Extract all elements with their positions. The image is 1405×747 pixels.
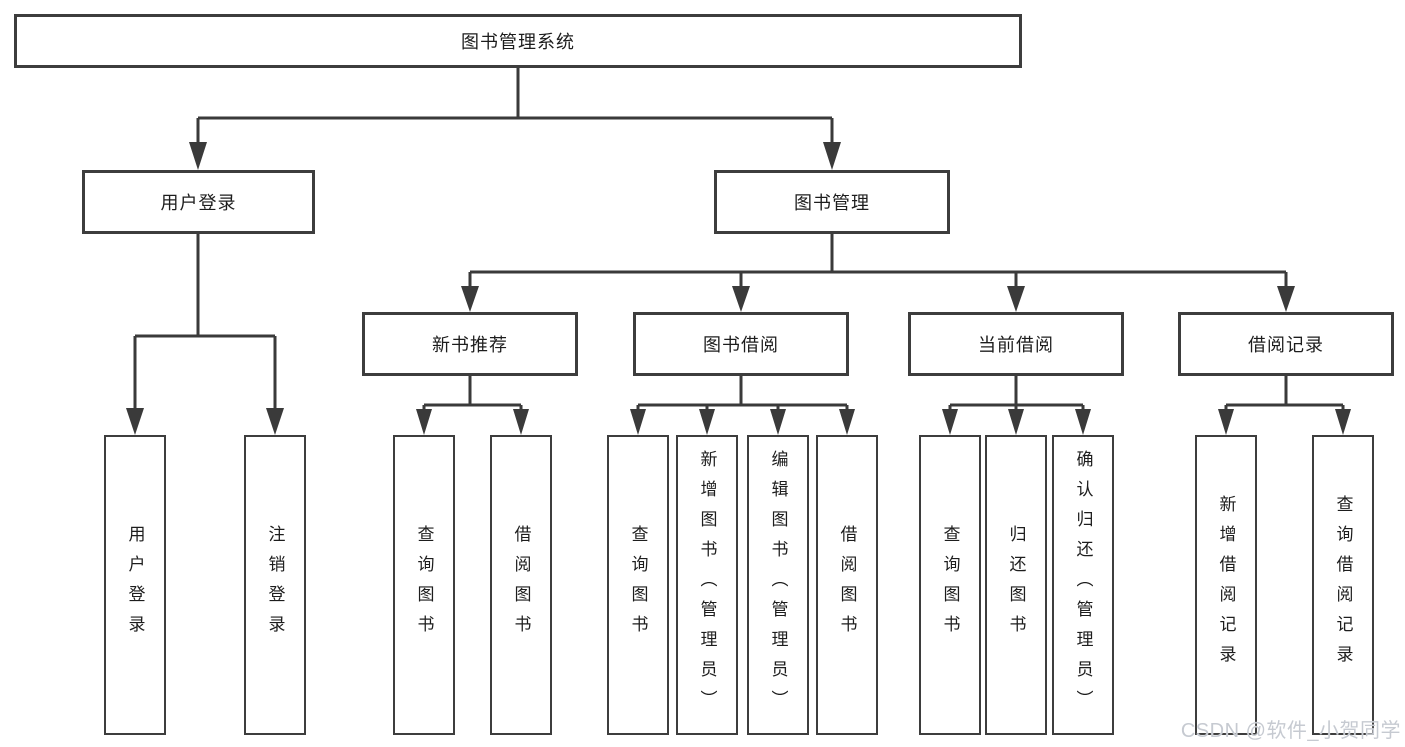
leaf-confirm-return-admin: 确认归还（管理员）: [1052, 435, 1114, 735]
leaf-label: 用户登录: [125, 525, 145, 645]
arrowheads-user-login-branch: [126, 408, 284, 435]
node-borrow-record: 借阅记录: [1178, 312, 1394, 376]
leaf-label: 查询图书: [628, 525, 648, 645]
arrowheads-root-to-level2: [189, 142, 841, 170]
leaf-label: 新增借阅记录: [1216, 495, 1236, 675]
node-label: 新书推荐: [432, 335, 508, 355]
node-new-book-recommend: 新书推荐: [362, 312, 578, 376]
leaf-label: 新增图书（管理员）: [697, 450, 717, 720]
leaf-query-books-borrow: 查询图书: [607, 435, 669, 735]
node-label: 当前借阅: [978, 335, 1054, 355]
leaf-borrow-books-recommend: 借阅图书: [490, 435, 552, 735]
leaf-add-borrow-record: 新增借阅记录: [1195, 435, 1257, 735]
node-book-borrow: 图书借阅: [633, 312, 849, 376]
connector-user-login-branch: [133, 234, 277, 412]
arrowheads-borrow-record-branch: [1218, 409, 1351, 435]
csdn-watermark: CSDN @软件_小贺同学: [1180, 720, 1401, 742]
node-label: 图书借阅: [703, 335, 779, 355]
leaf-label: 查询图书: [414, 525, 434, 645]
leaf-query-books-current: 查询图书: [919, 435, 981, 735]
leaf-label: 查询借阅记录: [1333, 495, 1353, 675]
connector-book-borrow-branch: [636, 376, 849, 412]
arrowheads-current-borrow-branch: [942, 409, 1091, 435]
leaf-return-books: 归还图书: [985, 435, 1047, 735]
connector-book-mgmt-branch: [468, 234, 1288, 290]
arrowheads-new-book-branch: [416, 409, 529, 435]
arrowheads-book-mgmt-branch: [461, 286, 1295, 312]
leaf-label: 借阅图书: [837, 525, 857, 645]
leaf-label: 编辑图书（管理员）: [768, 450, 788, 720]
node-current-borrow: 当前借阅: [908, 312, 1124, 376]
leaf-user-login: 用户登录: [104, 435, 166, 735]
node-label: 图书管理系统: [461, 32, 575, 52]
connector-borrow-record-branch: [1224, 376, 1345, 412]
arrowheads-book-borrow-branch: [630, 409, 855, 435]
leaf-add-books-admin: 新增图书（管理员）: [676, 435, 738, 735]
leaf-query-books-recommend: 查询图书: [393, 435, 455, 735]
leaf-edit-books-admin: 编辑图书（管理员）: [747, 435, 809, 735]
leaf-label: 确认归还（管理员）: [1073, 450, 1093, 720]
node-library-system: 图书管理系统: [14, 14, 1022, 68]
node-book-management: 图书管理: [714, 170, 950, 234]
leaf-query-borrow-record: 查询借阅记录: [1312, 435, 1374, 735]
node-label: 图书管理: [794, 193, 870, 213]
connector-current-borrow-branch: [948, 376, 1085, 412]
node-label: 借阅记录: [1248, 335, 1324, 355]
leaf-logout: 注销登录: [244, 435, 306, 735]
leaf-label: 归还图书: [1006, 525, 1026, 645]
leaf-label: 借阅图书: [511, 525, 531, 645]
node-label: 用户登录: [160, 193, 237, 213]
leaf-borrow-books: 借阅图书: [816, 435, 878, 735]
node-user-login: 用户登录: [82, 170, 315, 234]
connector-new-book-branch: [422, 376, 523, 412]
connector-root-to-level2: [196, 68, 834, 146]
leaf-label: 注销登录: [265, 525, 285, 645]
leaf-label: 查询图书: [940, 525, 960, 645]
